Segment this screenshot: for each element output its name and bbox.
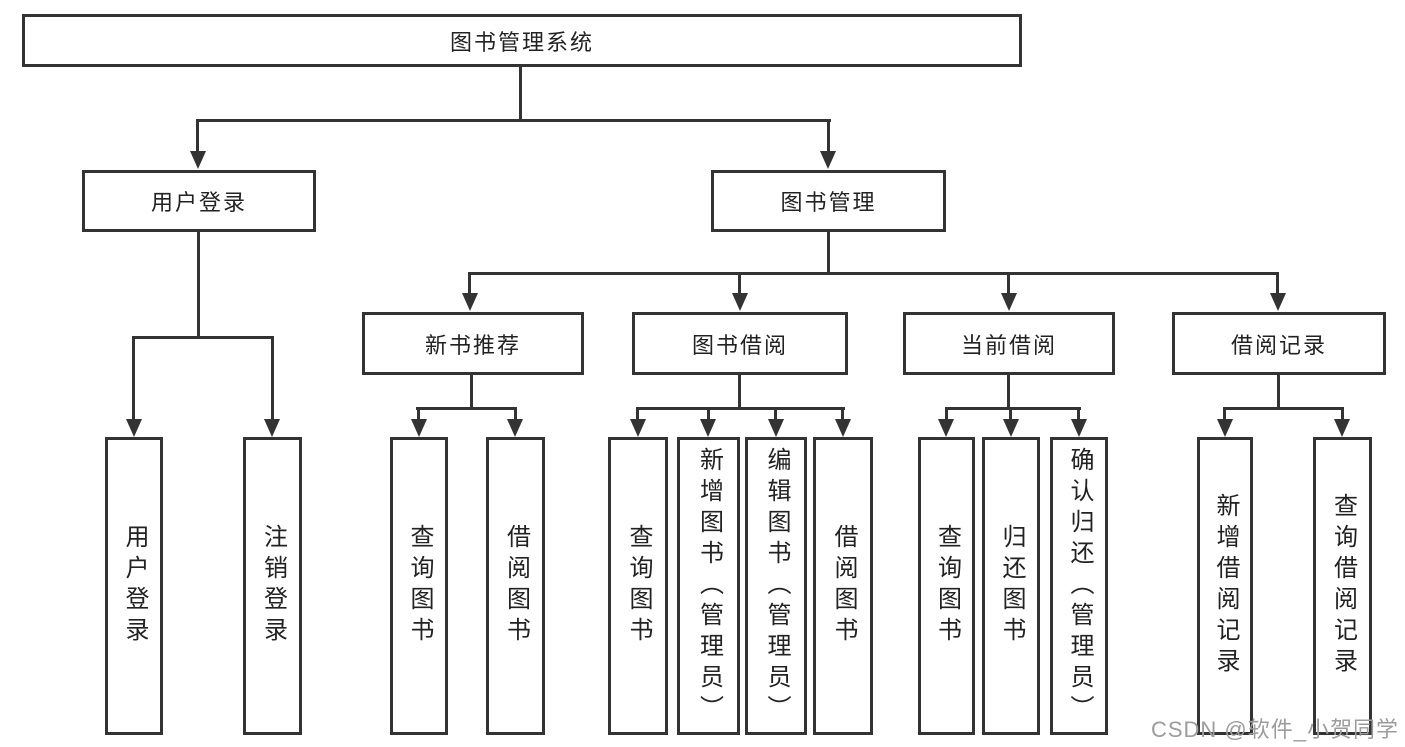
connector-line	[945, 407, 1081, 410]
arrow-down-icon	[835, 419, 851, 437]
connector-line	[738, 272, 741, 294]
arrow-down-icon	[732, 293, 748, 311]
connector-line	[841, 407, 844, 420]
arrow-down-icon	[190, 151, 206, 169]
leaf-edit-books-admin: 编辑图书（管理员）	[745, 437, 807, 735]
leaf-query-borrow-record-label: 查询借阅记录	[1329, 493, 1357, 679]
connector-line	[827, 119, 830, 152]
leaf-return-books: 归还图书	[982, 437, 1040, 735]
connector-line	[827, 232, 830, 272]
leaf-add-borrow-record: 新增借阅记录	[1197, 437, 1253, 735]
node-new-book-recommend: 新书推荐	[362, 312, 584, 375]
leaf-logout-label: 注销登录	[259, 524, 287, 648]
connector-line	[271, 336, 274, 420]
connector-line	[774, 407, 777, 420]
connector-line	[738, 375, 741, 407]
arrow-down-icon	[1001, 293, 1017, 311]
leaf-user-login: 用户登录	[105, 437, 163, 735]
leaf-confirm-return-admin: 确认归还（管理员）	[1050, 437, 1108, 735]
leaf-return-books-label: 归还图书	[998, 524, 1025, 648]
arrow-down-icon	[1270, 293, 1286, 311]
connector-line	[945, 407, 948, 420]
leaf-query-borrow-record: 查询借阅记录	[1313, 437, 1372, 735]
node-library-system: 图书管理系统	[22, 14, 1022, 67]
node-current-borrow: 当前借阅	[903, 312, 1115, 375]
connector-line	[1077, 407, 1080, 420]
connector-line	[132, 336, 274, 339]
connector-line	[468, 272, 1279, 275]
leaf-recommend-borrow-books-label: 借阅图书	[502, 524, 530, 648]
node-user-login: 用户登录	[82, 170, 316, 232]
connector-line	[1007, 375, 1010, 407]
leaf-add-books-admin-label: 新增图书（管理员）	[695, 446, 723, 726]
connector-line	[1276, 272, 1279, 294]
arrow-down-icon	[820, 151, 836, 169]
connector-line	[707, 407, 710, 420]
arrow-down-icon	[411, 419, 427, 437]
connector-line	[514, 407, 517, 420]
leaf-current-query-books-label: 查询图书	[933, 524, 961, 648]
connector-line	[470, 375, 473, 407]
csdn-watermark: CSDN @软件_小贺同学	[1150, 717, 1399, 742]
arrow-down-icon	[1003, 419, 1019, 437]
connector-line	[1009, 407, 1012, 420]
leaf-confirm-return-admin-label: 确认归还（管理员）	[1066, 446, 1093, 726]
arrow-down-icon	[507, 419, 523, 437]
leaf-recommend-query-books: 查询图书	[390, 437, 448, 735]
leaf-logout: 注销登录	[243, 437, 302, 735]
connector-line	[1007, 272, 1010, 294]
connector-line	[519, 67, 522, 119]
node-borrow-records: 借阅记录	[1172, 312, 1386, 375]
leaf-borrow-query-books-label: 查询图书	[625, 524, 652, 648]
leaf-edit-books-admin-label: 编辑图书（管理员）	[763, 446, 790, 726]
connector-line	[636, 407, 845, 410]
arrow-down-icon	[462, 293, 478, 311]
leaf-borrow-books: 借阅图书	[813, 437, 873, 735]
connector-line	[132, 336, 135, 420]
node-book-management: 图书管理	[711, 170, 946, 232]
leaf-borrow-books-label: 借阅图书	[830, 524, 857, 648]
arrow-down-icon	[630, 419, 646, 437]
arrow-down-icon	[264, 419, 280, 437]
arrow-down-icon	[1334, 419, 1350, 437]
connector-line	[636, 407, 639, 420]
arrow-down-icon	[1217, 419, 1233, 437]
connector-line	[417, 407, 420, 420]
arrow-down-icon	[126, 419, 142, 437]
leaf-user-login-label: 用户登录	[121, 524, 148, 648]
connector-line	[196, 119, 199, 152]
connector-line	[468, 272, 471, 294]
connector-line	[1277, 375, 1280, 407]
leaf-current-query-books: 查询图书	[918, 437, 975, 735]
connector-line	[1223, 407, 1344, 410]
arrow-down-icon	[768, 419, 784, 437]
arrow-down-icon	[938, 419, 954, 437]
connector-line	[196, 119, 831, 122]
leaf-recommend-query-books-label: 查询图书	[406, 524, 433, 648]
leaf-recommend-borrow-books: 借阅图书	[486, 437, 545, 735]
arrow-down-icon	[700, 419, 716, 437]
connector-line	[416, 407, 517, 410]
leaf-add-books-admin: 新增图书（管理员）	[677, 437, 740, 735]
leaf-add-borrow-record-label: 新增借阅记录	[1212, 493, 1239, 679]
connector-line	[197, 232, 200, 336]
connector-line	[1223, 407, 1226, 420]
arrow-down-icon	[1071, 419, 1087, 437]
node-book-borrow: 图书借阅	[632, 312, 848, 375]
leaf-borrow-query-books: 查询图书	[608, 437, 668, 735]
connector-line	[1341, 407, 1344, 420]
